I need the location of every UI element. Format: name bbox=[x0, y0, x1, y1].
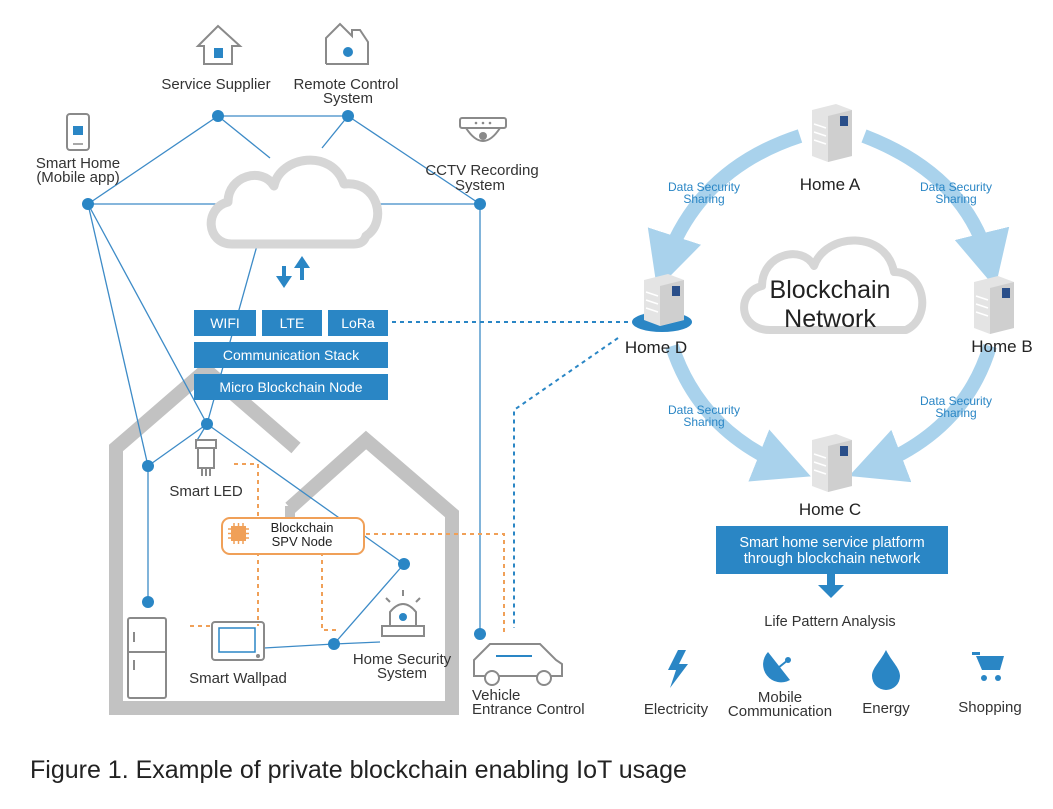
home-c-label: Home C bbox=[799, 500, 861, 519]
communication-stack-label: Communication Stack bbox=[223, 347, 360, 363]
cloud-icon bbox=[206, 155, 383, 249]
service-supplier-icon bbox=[195, 24, 243, 65]
electricity-label: Electricity bbox=[644, 701, 709, 718]
blockchain-network-label-1: Blockchain bbox=[770, 276, 891, 304]
lte-box: LTE bbox=[262, 310, 322, 336]
energy-label: Energy bbox=[862, 700, 910, 717]
network-nodes bbox=[82, 110, 486, 650]
blockchain-cloud-icon: Blockchain Network bbox=[740, 236, 927, 334]
shopping-cart-icon bbox=[972, 652, 1004, 681]
vehicle-label-1: Vehicle bbox=[472, 687, 520, 704]
sharing-label-tl-2: Sharing bbox=[683, 192, 724, 206]
remote-control-icon bbox=[325, 22, 369, 65]
big-house-outline bbox=[109, 360, 301, 708]
life-pattern-analysis-label: Life Pattern Analysis bbox=[764, 614, 895, 630]
home-d-label: Home D bbox=[625, 338, 687, 357]
wireless-links bbox=[392, 321, 628, 628]
smart-led-icon bbox=[195, 439, 217, 476]
figure-caption: Figure 1. Example of private blockchain … bbox=[30, 756, 687, 784]
wifi-label: WIFI bbox=[210, 315, 240, 331]
platform-label-2: through blockchain network bbox=[744, 551, 921, 567]
mobile-communication-label-2: Communication bbox=[728, 703, 832, 720]
cctv-camera-icon bbox=[459, 117, 507, 142]
chip-pins bbox=[228, 523, 249, 544]
sharing-label-bl-2: Sharing bbox=[683, 415, 724, 429]
spv-node-label-2: SPV Node bbox=[272, 534, 333, 549]
sharing-label-tl-1: Data Security bbox=[668, 180, 740, 194]
sharing-label-bl-1: Data Security bbox=[668, 403, 740, 417]
lora-box: LoRa bbox=[328, 310, 388, 336]
home-security-label-1: Home Security bbox=[353, 651, 452, 668]
shopping-label: Shopping bbox=[958, 699, 1021, 716]
mobile-phone-icon bbox=[66, 113, 90, 151]
smart-home-label-2: (Mobile app) bbox=[36, 169, 119, 186]
platform-box: Smart home service platform through bloc… bbox=[716, 526, 948, 574]
down-arrow-icon bbox=[818, 574, 844, 598]
sharing-label-br-2: Sharing bbox=[935, 406, 976, 420]
micro-blockchain-node-label: Micro Blockchain Node bbox=[219, 379, 362, 395]
remote-control-label-2: System bbox=[323, 90, 373, 107]
network-ring-arrows bbox=[647, 129, 1010, 483]
blockchain-network-label-2: Network bbox=[784, 305, 876, 333]
cctv-label-2: System bbox=[455, 177, 505, 194]
spv-node-label-1: Blockchain bbox=[271, 520, 334, 535]
server-icon-home-d bbox=[632, 274, 692, 332]
service-supplier-label: Service Supplier bbox=[161, 76, 270, 93]
smart-wallpad-label: Smart Wallpad bbox=[189, 670, 287, 687]
up-down-arrows-icon bbox=[276, 256, 310, 288]
sharing-label-br-1: Data Security bbox=[920, 394, 992, 408]
smart-home-label-1: Smart Home bbox=[36, 155, 120, 172]
security-siren-icon bbox=[381, 590, 425, 637]
server-icon-home-c bbox=[812, 434, 852, 492]
wifi-box: WIFI bbox=[194, 310, 256, 336]
satellite-dish-icon bbox=[763, 652, 791, 683]
cctv-label-1: CCTV Recording bbox=[425, 162, 538, 179]
spv-node-box: Blockchain SPV Node bbox=[221, 517, 365, 555]
spv-links bbox=[190, 463, 505, 632]
lora-label: LoRa bbox=[341, 315, 375, 331]
smart-wallpad-icon bbox=[211, 621, 265, 661]
sharing-label-tr-1: Data Security bbox=[920, 180, 992, 194]
platform-label-1: Smart home service platform bbox=[739, 535, 924, 551]
home-security-label-2: System bbox=[377, 665, 427, 682]
sharing-label-tr-2: Sharing bbox=[935, 192, 976, 206]
home-a-label: Home A bbox=[800, 175, 861, 194]
communication-stack-box: Communication Stack bbox=[194, 342, 388, 368]
server-icon-home-b bbox=[974, 276, 1014, 334]
small-house-outline bbox=[285, 430, 459, 708]
micro-blockchain-node-box: Micro Blockchain Node bbox=[194, 374, 388, 400]
mobile-communication-label-1: Mobile bbox=[758, 689, 802, 706]
vehicle-icon bbox=[473, 643, 563, 686]
water-drop-icon bbox=[872, 650, 900, 690]
lightning-icon bbox=[668, 650, 688, 688]
home-b-label: Home B bbox=[971, 337, 1032, 356]
refrigerator-icon bbox=[127, 617, 167, 699]
server-icon-home-a bbox=[812, 104, 852, 162]
vehicle-label-2: Entrance Control bbox=[472, 701, 585, 718]
remote-control-label-1: Remote Control bbox=[293, 76, 398, 93]
lte-label: LTE bbox=[280, 315, 305, 331]
smart-led-label: Smart LED bbox=[169, 483, 243, 500]
